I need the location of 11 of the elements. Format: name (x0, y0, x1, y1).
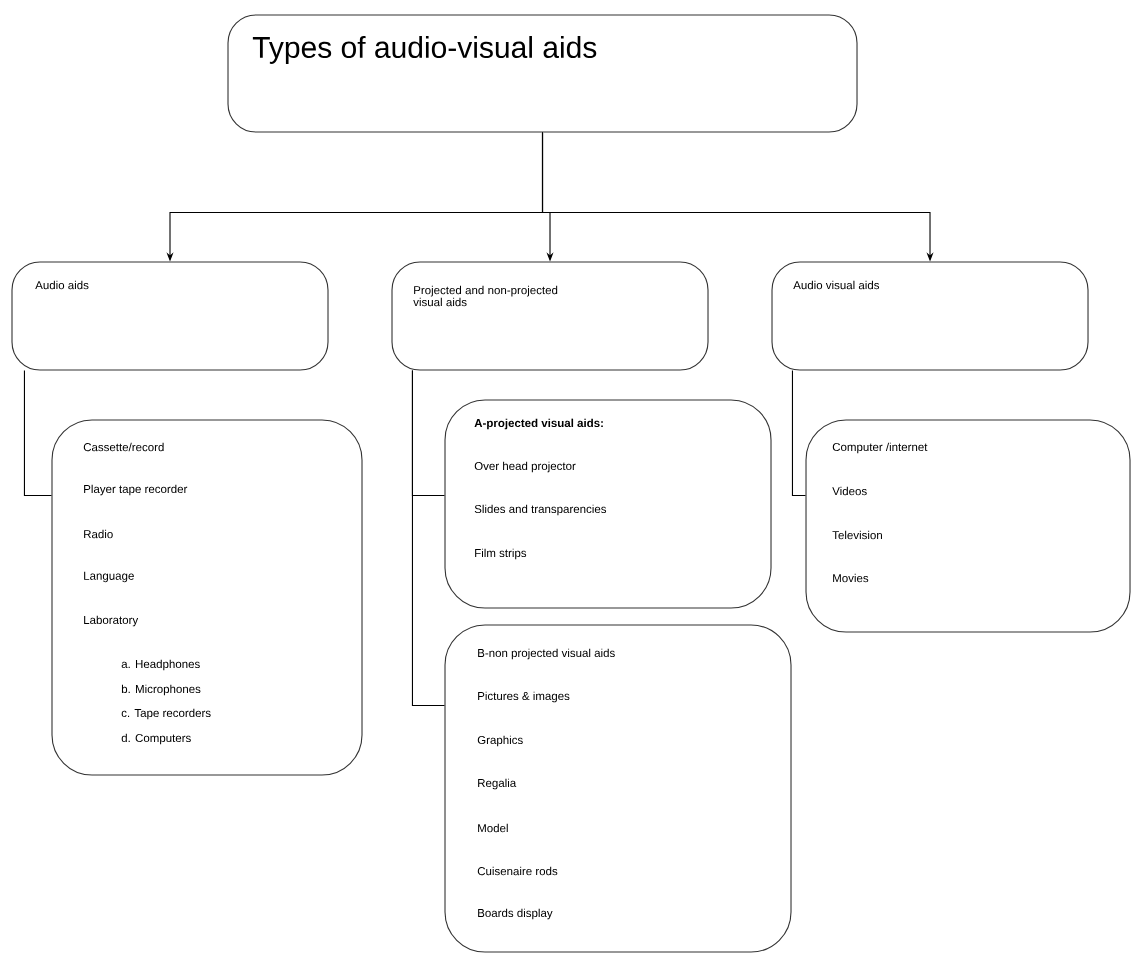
connector (791, 370, 806, 496)
rounded-box: Audio aids (11, 261, 329, 371)
rounded-box: Computer /internet Videos Television Movies (805, 419, 1131, 633)
connector (23, 370, 52, 496)
rounded-box: A-projected visual aids: Over head projector Slides and transparencies Film strips (444, 399, 772, 609)
rounded-box: Types of audio-visual aids (227, 14, 858, 133)
rounded-box: Projected and non-projected visual aids (391, 261, 709, 371)
rounded-box: Audio visual aids (771, 261, 1089, 371)
rounded-box: Cassette/record Player tape recorder Radio Language Laboratory a. Headphones b. Microphones c. Tape recorders d. Computers (51, 419, 363, 776)
rounded-box: B-non projected visual aids Pictures & images Graphics Regalia Model Cuisenaire rods Boards display (444, 624, 792, 953)
connector (411, 370, 445, 706)
